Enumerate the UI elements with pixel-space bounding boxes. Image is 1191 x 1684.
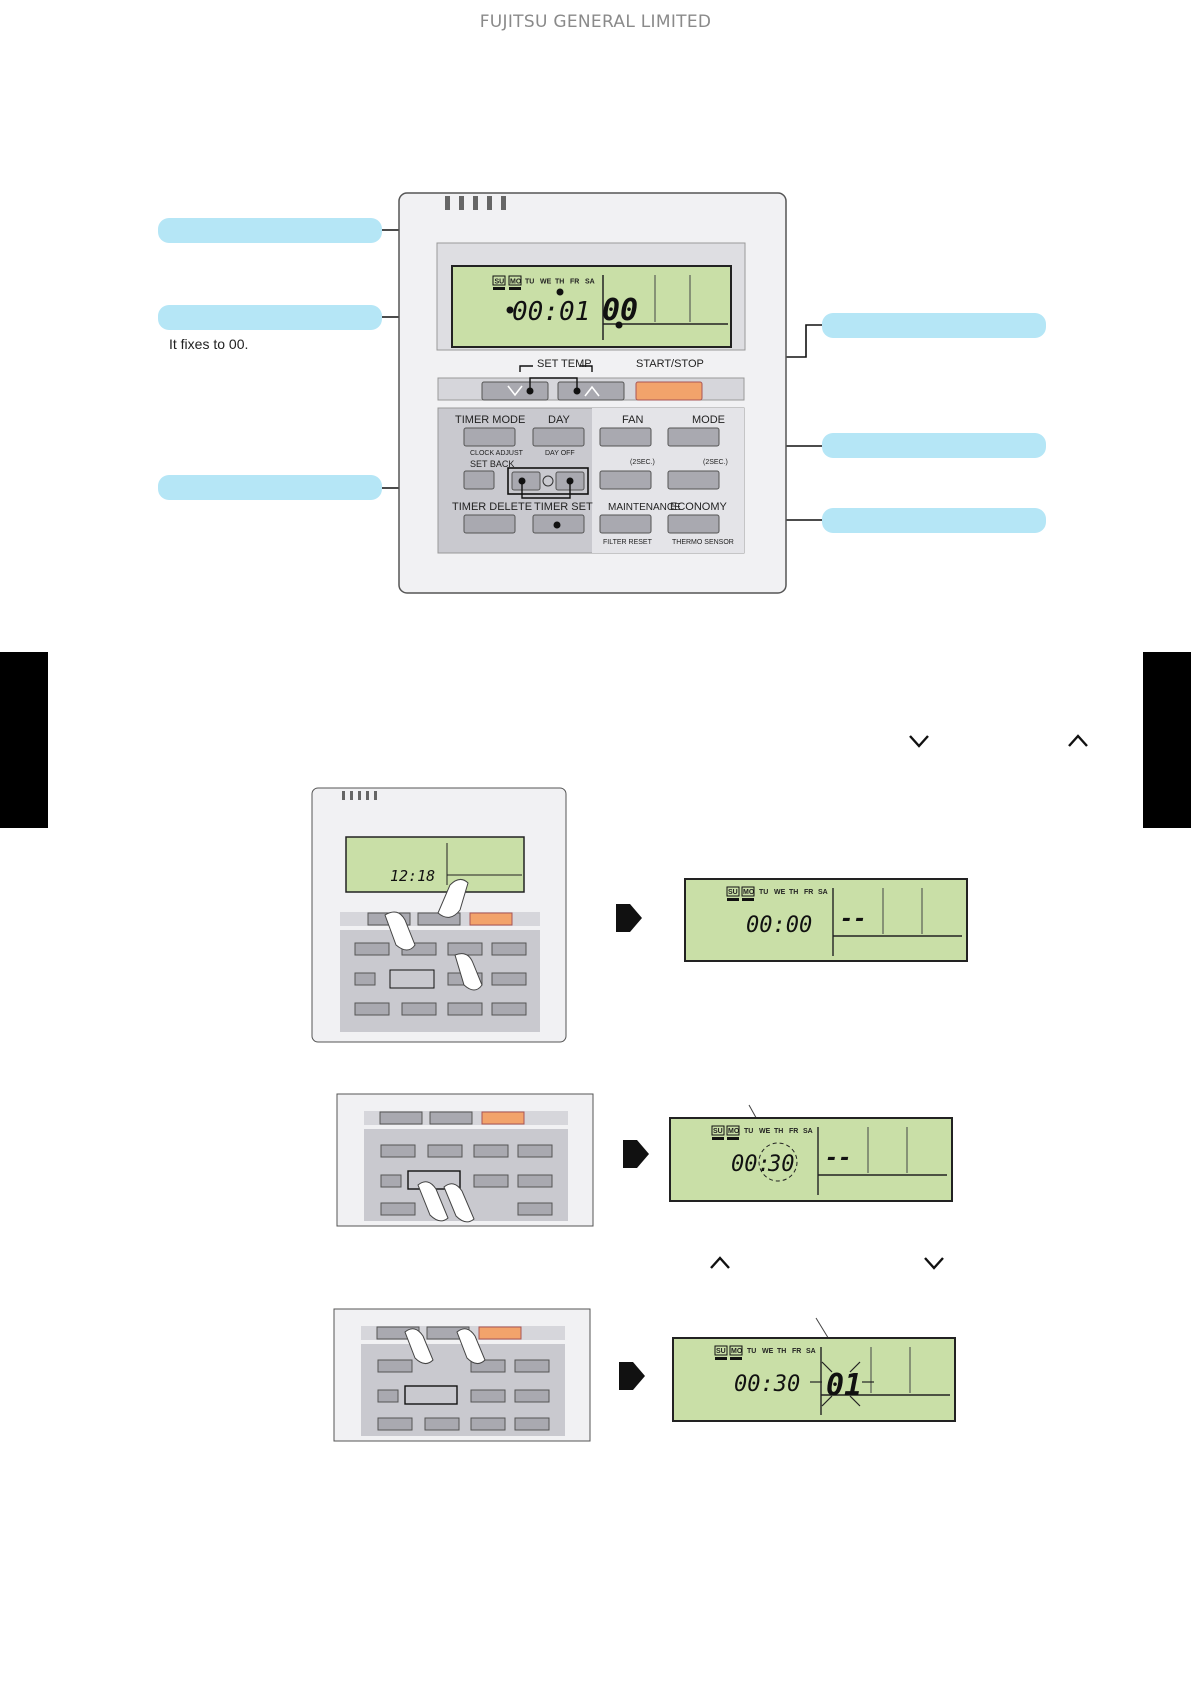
step2-lcd-time-a: 00:: [731, 1152, 771, 1177]
day-fr: FR: [570, 279, 579, 286]
step3-lcd-time: 00:30: [734, 1372, 800, 1397]
chevron-down-icon: [924, 1257, 944, 1270]
set-temp-down-button[interactable]: [481, 381, 549, 401]
louver-2sec-label: (2SEC.): [703, 459, 728, 466]
step1-lcd-time: 00:00: [746, 913, 812, 938]
timer-mode-button[interactable]: [463, 427, 516, 447]
main-clock: 00:01: [512, 297, 590, 327]
set-back-button[interactable]: [463, 470, 495, 490]
right-arrow-icon: [616, 904, 642, 932]
step2-lcd-temp: --: [825, 1146, 852, 1171]
swing-2sec-label: (2SEC.): [630, 459, 655, 466]
start-stop-label: START/STOP: [636, 358, 704, 370]
step2-remote: [336, 1093, 594, 1227]
step3-remote: [333, 1308, 591, 1442]
callout-timer-set: [822, 508, 1046, 533]
mode-button[interactable]: [667, 427, 720, 447]
svg-text:SA: SA: [806, 1348, 816, 1355]
start-stop-button[interactable]: [635, 381, 703, 401]
svg-text:FR: FR: [804, 889, 813, 896]
step1-lcd-temp: --: [840, 907, 867, 932]
svg-text:TU: TU: [747, 1348, 756, 1355]
left-arrow-button[interactable]: [511, 471, 541, 491]
svg-text:SU: SU: [728, 889, 738, 896]
callout-digits: [822, 313, 1046, 338]
svg-text:WE: WE: [759, 1128, 771, 1135]
svg-text:MO: MO: [743, 889, 755, 896]
svg-text:MO: MO: [731, 1348, 743, 1355]
right-page-tab: [1143, 652, 1191, 828]
company-header: FUJITSU GENERAL LIMITED: [479, 12, 712, 32]
day-mo: MO: [510, 279, 522, 286]
day-th: TH: [555, 279, 564, 286]
mode-label: MODE: [692, 414, 725, 426]
callout-clock: [158, 305, 382, 330]
thermo-sensor-label: THERMO SENSOR: [672, 539, 734, 546]
timer-delete-button[interactable]: [463, 514, 516, 534]
timer-mode-label: TIMER MODE: [455, 414, 525, 426]
svg-text:TH: TH: [789, 889, 798, 896]
clock-adjust-label: CLOCK ADJUST: [470, 450, 524, 457]
main-lcd: [451, 265, 732, 348]
svg-text:TH: TH: [774, 1128, 783, 1135]
economy-button[interactable]: [667, 514, 720, 534]
svg-text:SU: SU: [716, 1348, 726, 1355]
svg-text:WE: WE: [774, 889, 786, 896]
day-label: DAY: [548, 414, 570, 426]
svg-text:TH: TH: [777, 1348, 786, 1355]
filter-reset-label: FILTER RESET: [603, 539, 653, 546]
day-we: WE: [540, 279, 552, 286]
fan-label: FAN: [622, 414, 643, 426]
set-back-label: SET BACK: [470, 459, 514, 469]
fan-button[interactable]: [599, 427, 652, 447]
svg-text:MO: MO: [728, 1128, 740, 1135]
svg-text:SU: SU: [713, 1128, 723, 1135]
set-temp-label: SET TEMP.: [537, 358, 593, 370]
timer-set-label: TIMER SET: [534, 501, 593, 513]
day-su: SU: [495, 279, 505, 286]
left-page-tab: [0, 652, 48, 828]
svg-text:TU: TU: [759, 889, 768, 896]
svg-text:FR: FR: [792, 1348, 801, 1355]
callout-day: [158, 218, 382, 243]
note-fixes: It fixes to 00.: [169, 336, 249, 352]
right-arrow-icon: [619, 1362, 645, 1390]
svg-text:WE: WE: [762, 1348, 774, 1355]
step3-lcd-digits: 01: [826, 1368, 862, 1403]
svg-text:SA: SA: [803, 1128, 813, 1135]
swing-button[interactable]: [599, 470, 652, 490]
svg-text:FR: FR: [789, 1128, 798, 1135]
svg-text:SA: SA: [818, 889, 828, 896]
chevron-down-icon: [909, 735, 929, 748]
main-remote-diagram: SU MO TU WE TH FR SA 00:01 00 SET TEMP. …: [382, 192, 822, 594]
set-temp-up-button[interactable]: [557, 381, 625, 401]
economy-label: ECONOMY: [670, 501, 728, 513]
day-sa: SA: [585, 279, 595, 286]
day-button[interactable]: [532, 427, 585, 447]
timer-delete-label: TIMER DELETE: [452, 501, 532, 513]
callout-set-temp: [822, 433, 1046, 458]
step1-remote: 12:18: [311, 787, 567, 1043]
chevron-up-icon: [710, 1256, 730, 1269]
step1-small-clock: 12:18: [390, 867, 435, 885]
callout-arrows: [158, 475, 382, 500]
day-tu: TU: [525, 279, 534, 286]
maintenance-label: MAINTENANCE: [608, 502, 681, 513]
maintenance-button[interactable]: [599, 514, 652, 534]
louver-button[interactable]: [667, 470, 720, 490]
svg-text:TU: TU: [744, 1128, 753, 1135]
step2-lcd-time-b: 30: [767, 1152, 795, 1177]
right-arrow-icon: [623, 1140, 649, 1168]
chevron-up-icon: [1068, 734, 1088, 747]
day-off-label: DAY OFF: [545, 450, 575, 457]
